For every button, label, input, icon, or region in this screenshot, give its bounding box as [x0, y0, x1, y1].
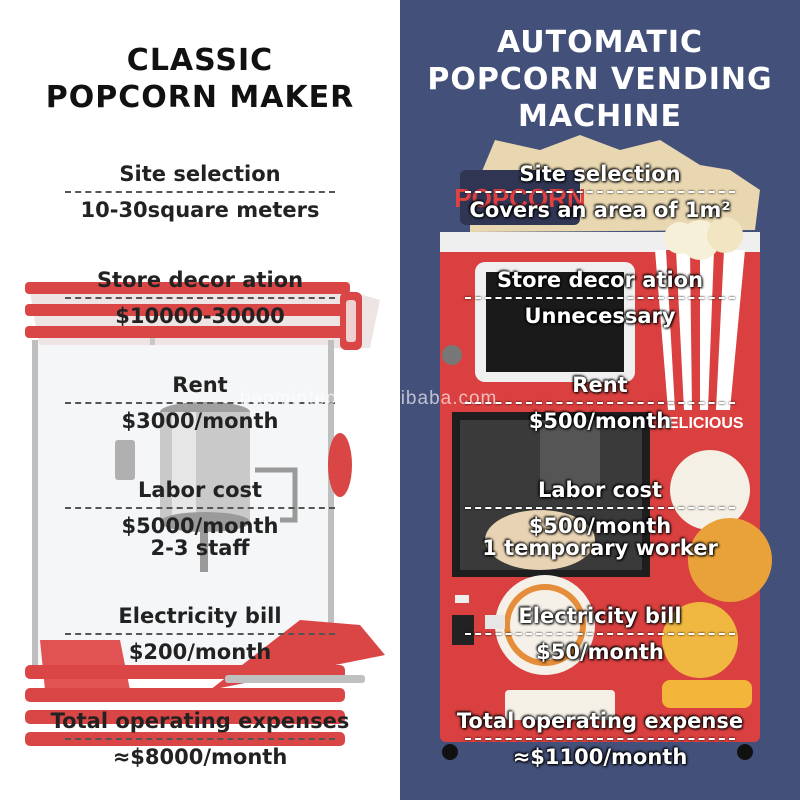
- dashed-divider: [65, 507, 335, 509]
- right-title-line2: POPCORN VENDING: [427, 62, 773, 97]
- row-value: $200/month: [128, 640, 272, 664]
- row-value: ≈$1100/month: [512, 745, 688, 769]
- left-row-labor-cost: Labor cost $5000/month 2-3 staff: [0, 478, 400, 559]
- watermark-text: haomintech.en.alibaba.com: [240, 388, 498, 409]
- right-row-labor-cost: Labor cost $500/month 1 temporary worker: [400, 478, 800, 559]
- row-label: Labor cost: [137, 478, 263, 502]
- machine-side-text: DELICIOUS: [656, 415, 743, 432]
- row-value: ≈$8000/month: [112, 745, 288, 769]
- row-value: $3000/month: [121, 409, 279, 433]
- row-label: Site selection: [119, 162, 281, 186]
- dashed-divider: [65, 297, 335, 299]
- row-value: 10-30square meters: [80, 198, 320, 222]
- left-title: CLASSIC POPCORN MAKER: [0, 42, 400, 116]
- dashed-divider: [465, 507, 735, 509]
- left-title-line2: POPCORN MAKER: [45, 80, 355, 115]
- dashed-divider: [465, 633, 735, 635]
- left-row-electricity-bill: Electricity bill $200/month: [0, 604, 400, 663]
- dashed-divider: [65, 191, 335, 193]
- right-title: AUTOMATIC POPCORN VENDING MACHINE: [400, 24, 800, 135]
- row-label: Labor cost: [537, 478, 663, 502]
- left-row-rent: Rent $3000/month: [0, 373, 400, 432]
- right-row-store-decoration: Store decor ation Unnecessary: [400, 268, 800, 327]
- right-title-line1: AUTOMATIC: [496, 25, 703, 60]
- row-label: Store decor ation: [96, 268, 304, 292]
- left-title-line1: CLASSIC: [126, 43, 274, 78]
- dashed-divider: [65, 402, 335, 404]
- dashed-divider: [65, 633, 335, 635]
- row-value: Unnecessary: [524, 304, 676, 328]
- row-label: Rent: [172, 373, 228, 397]
- row-value-secondary: 2-3 staff: [150, 536, 250, 560]
- row-value-secondary: 1 temporary worker: [482, 536, 718, 560]
- classic-popcorn-maker-panel: CLASSIC POPCORN MAKER Site selection 10-…: [0, 42, 400, 768]
- row-value: $500/month: [528, 409, 672, 433]
- right-row-rent: Rent $500/month: [400, 373, 800, 432]
- left-row-site-selection: Site selection 10-30square meters: [0, 162, 400, 221]
- left-row-total-operating-expenses: Total operating expenses ≈$8000/month: [0, 709, 400, 768]
- dashed-divider: [465, 402, 735, 404]
- machine-logo-text: POPCORN: [454, 183, 585, 213]
- right-title-line3: MACHINE: [518, 99, 682, 134]
- row-label: Total operating expenses: [50, 709, 350, 733]
- automatic-vending-machine-panel: POPCORN DELICIOUS: [400, 0, 800, 800]
- row-label: Electricity bill: [118, 604, 282, 628]
- row-value: $10000-30000: [115, 304, 285, 328]
- vending-machine-illustration: POPCORN DELICIOUS: [440, 135, 772, 760]
- row-label: Store decor ation: [496, 268, 704, 292]
- row-value: $50/month: [536, 640, 664, 664]
- right-row-site-selection: Site selection Covers an area of 1m²: [400, 162, 800, 221]
- left-row-store-decoration: Store decor ation $10000-30000: [0, 268, 400, 327]
- dashed-divider: [465, 191, 735, 193]
- row-label: Rent: [572, 373, 628, 397]
- dashed-divider: [65, 738, 335, 740]
- dashed-divider: [465, 738, 735, 740]
- row-label: Electricity bill: [518, 604, 682, 628]
- right-row-total-operating-expense: Total operating expense ≈$1100/month: [400, 709, 800, 768]
- row-value: $5000/month: [121, 514, 279, 538]
- row-label: Total operating expense: [456, 709, 744, 733]
- row-value: Covers an area of 1m²: [469, 198, 731, 222]
- row-value: $500/month: [528, 514, 672, 538]
- row-label: Site selection: [519, 162, 681, 186]
- right-row-electricity-bill: Electricity bill $50/month: [400, 604, 800, 663]
- dashed-divider: [465, 297, 735, 299]
